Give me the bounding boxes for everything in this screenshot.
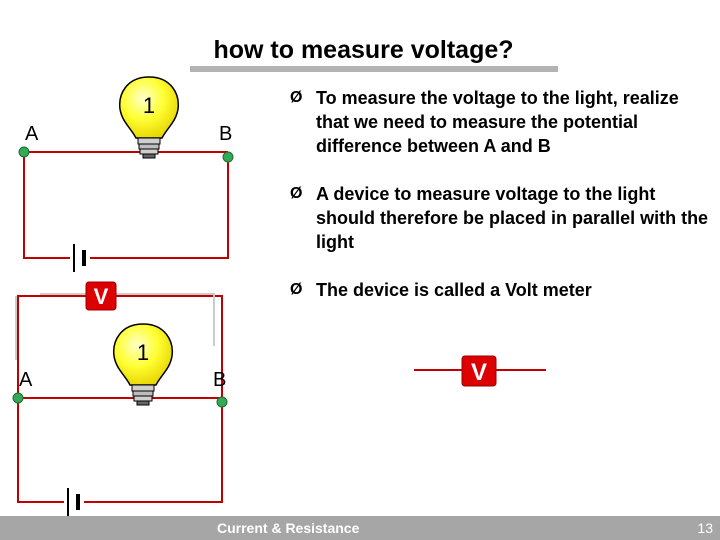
top-bulb-label: 1 <box>143 93 155 118</box>
voltmeter-symbol-label: V <box>471 359 487 386</box>
top-node-a <box>18 146 30 158</box>
bullet-arrow-icon: Ø <box>290 185 303 202</box>
bottom-wires <box>17 295 223 503</box>
bottom-bulb-label: 1 <box>137 340 149 365</box>
bullet-list: Ø To measure the voltage to the light, r… <box>288 86 713 326</box>
top-battery <box>73 244 86 272</box>
voltmeter-branch-shade <box>15 293 215 360</box>
title-underline <box>190 66 558 72</box>
top-node-b <box>222 151 234 163</box>
top-node-b-label: B <box>219 123 232 145</box>
bottom-node-a-label: A <box>19 369 33 391</box>
bullet-arrow-icon: Ø <box>290 89 303 106</box>
voltmeter-symbol: V <box>414 355 546 387</box>
bullet-item: Ø The device is called a Volt meter <box>288 278 713 302</box>
bottom-battery <box>67 488 80 516</box>
bottom-circuit: V 1 A B <box>12 281 228 516</box>
bullet-text: To measure the voltage to the light, rea… <box>316 88 679 156</box>
bullet-text: A device to measure voltage to the light… <box>316 184 709 252</box>
bullet-item: Ø A device to measure voltage to the lig… <box>288 182 713 254</box>
bottom-bulb: 1 <box>113 323 173 406</box>
bottom-node-a <box>12 392 24 404</box>
footer-title: Current & Resistance <box>217 520 360 536</box>
top-wires <box>23 151 229 259</box>
footer-bar: Current & Resistance 13 <box>0 516 720 540</box>
top-circuit: 1 A B <box>18 76 234 272</box>
diagram-voltmeter-label: V <box>94 284 109 309</box>
page-number: 13 <box>697 520 713 536</box>
diagram-voltmeter: V <box>85 281 117 311</box>
bullet-text: The device is called a Volt meter <box>316 280 592 300</box>
bullet-item: Ø To measure the voltage to the light, r… <box>288 86 713 158</box>
bullet-arrow-icon: Ø <box>290 281 303 298</box>
top-node-a-label: A <box>25 123 39 145</box>
bottom-node-b <box>216 396 228 408</box>
bottom-node-b-label: B <box>213 369 226 391</box>
top-bulb: 1 <box>119 76 179 159</box>
slide-title: how to measure voltage? <box>213 36 514 64</box>
